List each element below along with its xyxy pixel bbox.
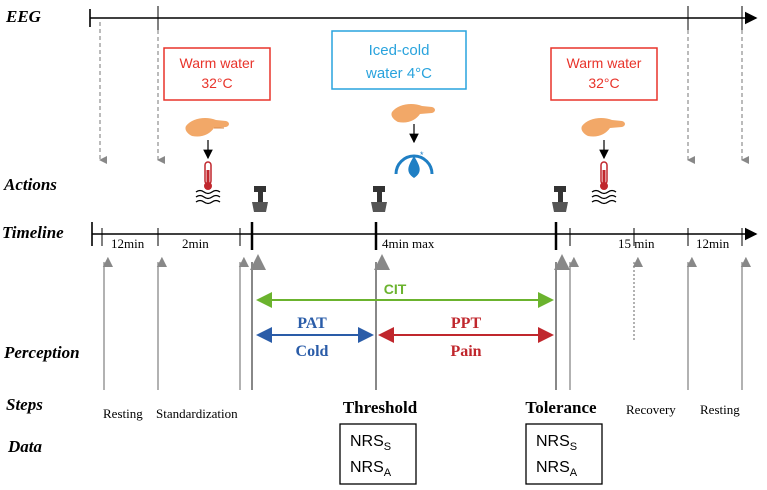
tolerance-nrs-s: NRSS xyxy=(536,433,577,453)
duration-resting-1: 12min xyxy=(111,236,145,251)
iced-water-line2: water 4°C xyxy=(365,65,432,82)
step-resting-2: Resting xyxy=(700,402,740,417)
hand-icon xyxy=(581,118,625,137)
duration-resting-2: 12min xyxy=(696,236,730,251)
water-tap-icon xyxy=(252,186,268,212)
threshold-data-box: NRSS NRSA xyxy=(339,423,417,485)
row-label-timeline: Timeline xyxy=(2,223,64,242)
step-up-arrows xyxy=(102,254,752,390)
tolerance-data-box: NRSS NRSA xyxy=(525,423,603,485)
warm-water-box-right: Warm water 32°C xyxy=(550,47,658,101)
cit-label: CIT xyxy=(384,281,407,297)
pat-label: PAT xyxy=(297,315,327,332)
iced-water-box: Iced-cold water 4°C xyxy=(331,30,467,90)
threshold-nrs-a: NRSA xyxy=(350,459,392,479)
pain-label: Pain xyxy=(450,343,481,360)
warm-water-left-line1: Warm water xyxy=(180,55,255,71)
row-label-data: Data xyxy=(7,437,43,456)
tolerance-nrs-a: NRSA xyxy=(536,459,578,479)
eeg-line xyxy=(89,6,758,30)
thermometer-icon xyxy=(591,161,617,205)
duration-cold: 4min max xyxy=(382,236,435,251)
step-recovery: Recovery xyxy=(626,402,676,417)
row-label-eeg: EEG xyxy=(5,7,42,26)
warm-water-right-line2: 32°C xyxy=(588,75,619,91)
cold-drop-icon: * xyxy=(394,150,434,178)
thermometer-icon xyxy=(195,161,221,205)
row-label-perception: Perception xyxy=(3,343,80,362)
water-tap-icon xyxy=(552,186,568,212)
hand-icon xyxy=(185,118,229,137)
action-down-arrows xyxy=(203,124,609,160)
duration-standardization: 2min xyxy=(182,236,209,251)
svg-text:*: * xyxy=(420,150,424,160)
cold-label: Cold xyxy=(296,343,329,360)
water-tap-icon xyxy=(371,186,387,212)
ppt-label: PPT xyxy=(451,315,482,332)
step-standardization: Standardization xyxy=(156,406,238,421)
step-tolerance: Tolerance xyxy=(525,398,597,417)
step-threshold: Threshold xyxy=(343,398,418,417)
warm-water-box-left: Warm water 32°C xyxy=(163,47,271,101)
row-label-steps: Steps xyxy=(6,395,43,414)
timeline-axis xyxy=(91,222,758,250)
eeg-dashed-arrows xyxy=(99,22,749,164)
warm-water-right-line1: Warm water xyxy=(567,55,642,71)
duration-recovery: 15 min xyxy=(618,236,655,251)
threshold-nrs-s: NRSS xyxy=(350,433,391,453)
hand-icon xyxy=(391,104,435,123)
step-resting-1: Resting xyxy=(103,406,143,421)
row-label-actions: Actions xyxy=(3,175,57,194)
warm-water-left-line2: 32°C xyxy=(201,75,232,91)
iced-water-line1: Iced-cold xyxy=(369,42,430,59)
